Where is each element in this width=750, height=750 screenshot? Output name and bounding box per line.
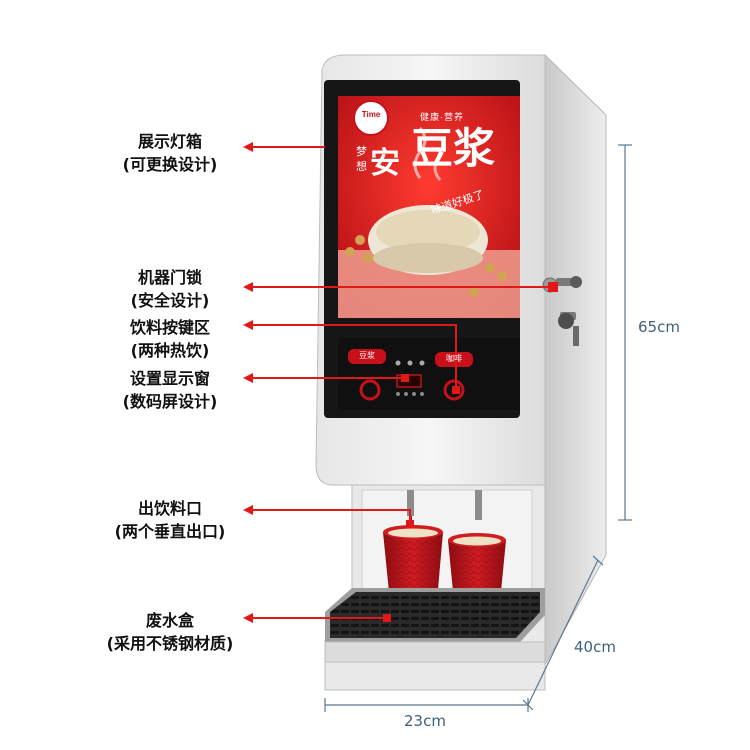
poster-title: 豆浆 <box>411 124 496 173</box>
callout-waste-box: 废水盒 (采用不锈钢材质) <box>70 609 270 655</box>
callout-door-lock: 机器门锁 (安全设计) <box>70 266 270 312</box>
callout-display-window: 设置显示窗 (数码屏设计) <box>70 367 270 413</box>
callout-arrows <box>250 146 548 619</box>
callout-waste-box-title: 废水盒 <box>145 611 194 630</box>
callout-lightbox: 展示灯箱 (可更换设计) <box>70 130 270 176</box>
depth-dimension-label: 40cm <box>574 638 616 656</box>
coffee-button <box>435 352 473 367</box>
logo-badge <box>353 100 389 136</box>
callout-target-dots <box>383 282 558 622</box>
right-nozzle <box>475 490 482 520</box>
left-round-button <box>359 379 381 401</box>
poster-logo: Time <box>361 110 381 119</box>
callout-outlet-title: 出饮料口 <box>137 499 202 518</box>
callout-button-area-note: (两种热饮) <box>130 341 210 360</box>
width-dimension-label: 23cm <box>404 712 446 730</box>
callout-button-area: 饮料按键区 (两种热饮) <box>70 316 270 362</box>
coffee-button-label: 咖啡 <box>446 354 462 363</box>
soymilk-button <box>348 349 386 364</box>
callout-outlet-note: (两个垂直出口) <box>114 522 226 541</box>
callout-display-window-title: 设置显示窗 <box>129 369 210 388</box>
height-dimension-label: 65cm <box>638 318 680 336</box>
key-icon <box>556 276 582 346</box>
poster-tag: 健康·营养 <box>420 112 464 122</box>
callout-outlet: 出饮料口 (两个垂直出口) <box>70 497 270 543</box>
callout-lightbox-title: 展示灯箱 <box>137 132 202 151</box>
callout-button-area-title: 饮料按键区 <box>129 318 210 337</box>
soymilk-button-label: 豆浆 <box>359 351 375 360</box>
poster-brand-big: 安 <box>370 146 400 181</box>
callout-door-lock-note: (安全设计) <box>130 291 210 310</box>
callout-arrowheads <box>243 142 253 623</box>
machine-side-panel <box>544 53 607 667</box>
left-nozzle <box>407 490 414 516</box>
poster-brand-small-2: 想 <box>356 160 367 173</box>
waste-box-front <box>324 641 546 663</box>
dimension-lines <box>324 144 632 712</box>
callout-lightbox-note: (可更换设计) <box>122 155 218 174</box>
right-round-button <box>443 379 465 401</box>
callout-waste-box-note: (采用不锈钢材质) <box>106 634 234 653</box>
callout-door-lock-title: 机器门锁 <box>137 268 202 287</box>
poster-brand-small-1: 梦 <box>356 145 367 158</box>
callout-display-window-note: (数码屏设计) <box>122 392 218 411</box>
